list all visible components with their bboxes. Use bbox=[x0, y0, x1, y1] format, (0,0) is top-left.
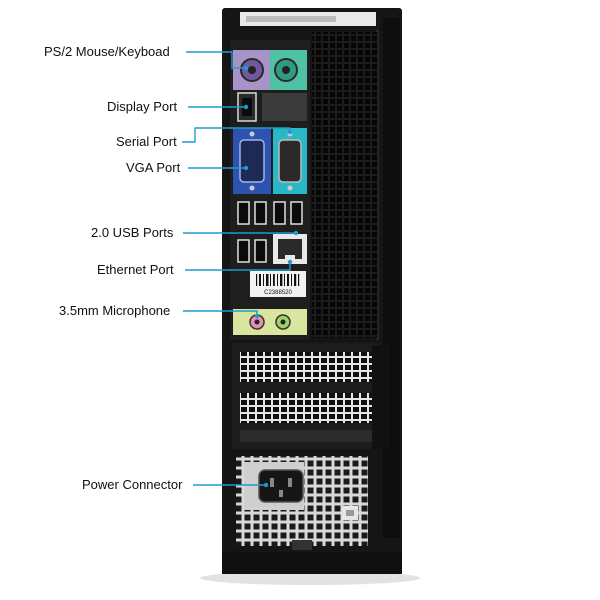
label-vga-port: VGA Port bbox=[126, 160, 181, 175]
usb-port-icon bbox=[290, 201, 303, 225]
chassis-latch bbox=[292, 540, 312, 550]
label-ethernet-port: Ethernet Port bbox=[97, 262, 174, 277]
label-ps2-mouse-keyboard: PS/2 Mouse/Keyboad bbox=[44, 44, 170, 59]
usb-port-icon bbox=[237, 239, 250, 263]
label-display-port: Display Port bbox=[107, 99, 178, 114]
expansion-slot-cover bbox=[240, 393, 372, 423]
callout-line-serial-port bbox=[182, 127, 291, 143]
usb-port-icon bbox=[273, 201, 286, 225]
usb-port-icon bbox=[254, 201, 267, 225]
serial-port-icon bbox=[278, 139, 302, 183]
chassis-right-rail bbox=[383, 18, 400, 538]
usb-ports-group bbox=[237, 201, 303, 263]
label-serial-port: Serial Port bbox=[116, 134, 177, 149]
audio-panel bbox=[233, 309, 307, 335]
label-power-connector: Power Connector bbox=[82, 477, 183, 492]
callout-line-ps2 bbox=[186, 51, 246, 69]
usb-port-icon bbox=[237, 201, 250, 225]
floor-shadow bbox=[200, 571, 420, 585]
vga-port-icon bbox=[239, 139, 265, 183]
label-usb-ports: 2.0 USB Ports bbox=[91, 225, 174, 240]
usb-port-icon bbox=[254, 239, 267, 263]
serial-tag-text: C2388520 bbox=[264, 290, 292, 296]
callout-lines bbox=[182, 51, 296, 486]
barcode-icon bbox=[256, 274, 300, 286]
ventilation-grid bbox=[312, 32, 378, 338]
expansion-slot-cover bbox=[240, 352, 372, 382]
label-microphone: 3.5mm Microphone bbox=[59, 303, 171, 318]
callout-line-ethernet-port bbox=[185, 262, 291, 271]
